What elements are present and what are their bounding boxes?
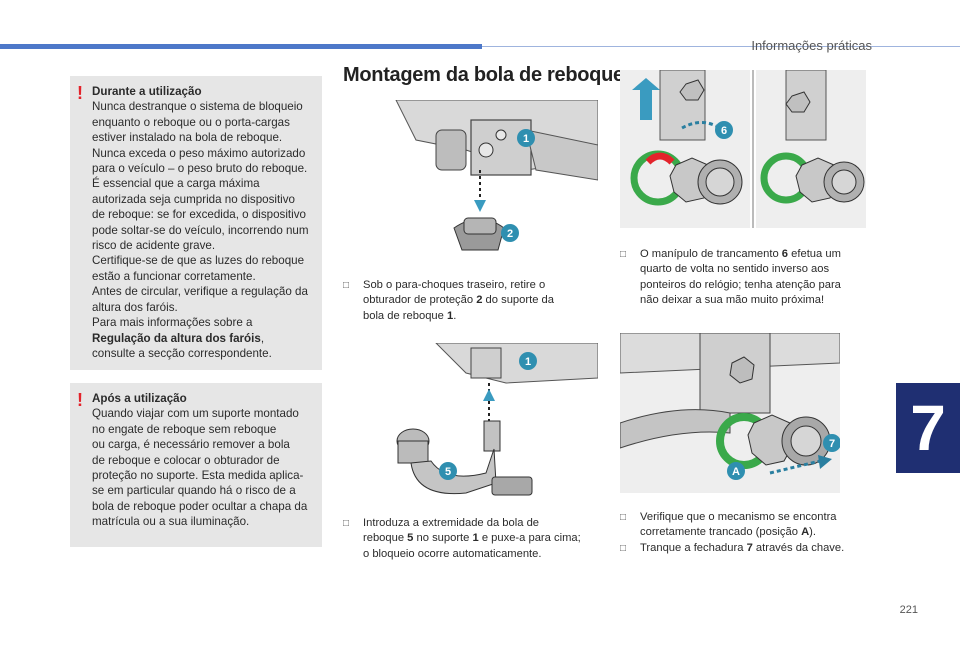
warning-title: Durante a utilização [92,85,202,98]
warning-line: de reboque: se for excedida, o dispositi… [92,208,306,222]
warning-after-use: ! Após a utilização Quando viajar com um… [70,383,322,547]
label-1: 1 [525,356,531,368]
cross-reference-link[interactable]: Regulação da altura dos faróis [92,331,261,345]
warning-line: enquanto o reboque ou o porta-cargas [92,115,290,129]
checkbox-bullet-icon: □ [343,280,350,291]
warning-line: Quando viajar com um suporte montado [92,407,299,421]
warning-line: ou carga, é necessário remover a bola [92,438,290,452]
page-number: 221 [899,604,918,616]
warning-during-use: ! Durante a utilização Nunca destranque … [70,76,322,370]
warning-line: matrícula ou a sua iluminação. [92,515,250,529]
warning-line: Nunca exceda o peso máximo autorizado [92,146,306,160]
warning-line: altura dos faróis. [92,300,178,314]
header-rule [482,46,960,47]
figure-divider [752,70,754,228]
warning-line: risco de acidente grave. [92,239,216,253]
figure-locking-handle-turn: 6 [620,69,750,228]
checkbox-bullet-icon: □ [343,518,350,529]
checkbox-bullet-icon: □ [620,543,627,554]
step-remove-cover: □ Sob o para-choques traseiro, retire o … [343,279,554,322]
step-locking-handle: □ O manípulo de trancamento 6 efetua um … [620,248,841,307]
warning-icon: ! [77,390,83,410]
chapter-tab: 7 [896,383,960,473]
label-7: 7 [829,438,835,450]
warning-line: pode soltar-se do veículo, incorrendo nu… [92,223,309,237]
figure-lock-position: 7 A [619,332,841,493]
warning-line: Nunca destranque o sistema de bloqueio [92,100,303,114]
label-A: A [732,466,740,478]
warning-line: Para mais informações sobre a [92,316,253,330]
header-accent-bar [0,44,482,49]
checkbox-bullet-icon: □ [620,249,627,260]
warning-line: no engate de reboque sem reboque [92,422,277,436]
figure-insert-ball: 1 5 [376,342,599,503]
warning-line: estiver instalado na bola de reboque. [92,131,283,145]
warning-title: Após a utilização [92,392,187,405]
step-lock-key: □ Tranque a fechadura 7 através da chave… [620,541,870,556]
label-6: 6 [721,125,727,137]
section-header: Informações práticas [751,38,872,53]
warning-line: se em particular quando há o risco de a [92,484,296,498]
label-2: 2 [507,228,513,240]
label-1: 1 [523,133,529,145]
warning-line: de reboque e colocar o obturador de [92,453,280,467]
link-suffix: , [260,331,265,345]
warning-line: Certifique-se de que as luzes do reboque [92,254,305,268]
warning-line: autorizada seja cumprida no dispositivo [92,192,296,206]
figure-locking-handle-result [756,69,866,228]
warning-line: proteção no suporte. Esta medida aplica- [92,469,304,483]
section-title: Montagem da bola de reboque [343,64,624,86]
warning-line: consulte a secção correspondente. [92,346,272,360]
warning-icon: ! [77,83,83,103]
warning-line: É essencial que a carga máxima [92,177,260,191]
warning-line: estão a funcionar corretamente. [92,269,256,283]
warning-line: para o veículo – o peso bruto do reboque… [92,162,308,176]
figure-remove-cover: 1 2 [376,99,599,258]
warning-line: bola de reboque poder ocultar a chapa da [92,499,308,513]
step-verify-lock: □ Verifique que o mecanismo se encontra … [620,511,837,539]
step-insert-ball: □ Introduza a extremidade da bola de reb… [343,517,581,560]
warning-line: Antes de circular, verifique a regulação… [92,285,308,299]
checkbox-bullet-icon: □ [620,512,627,523]
label-5: 5 [445,466,451,478]
